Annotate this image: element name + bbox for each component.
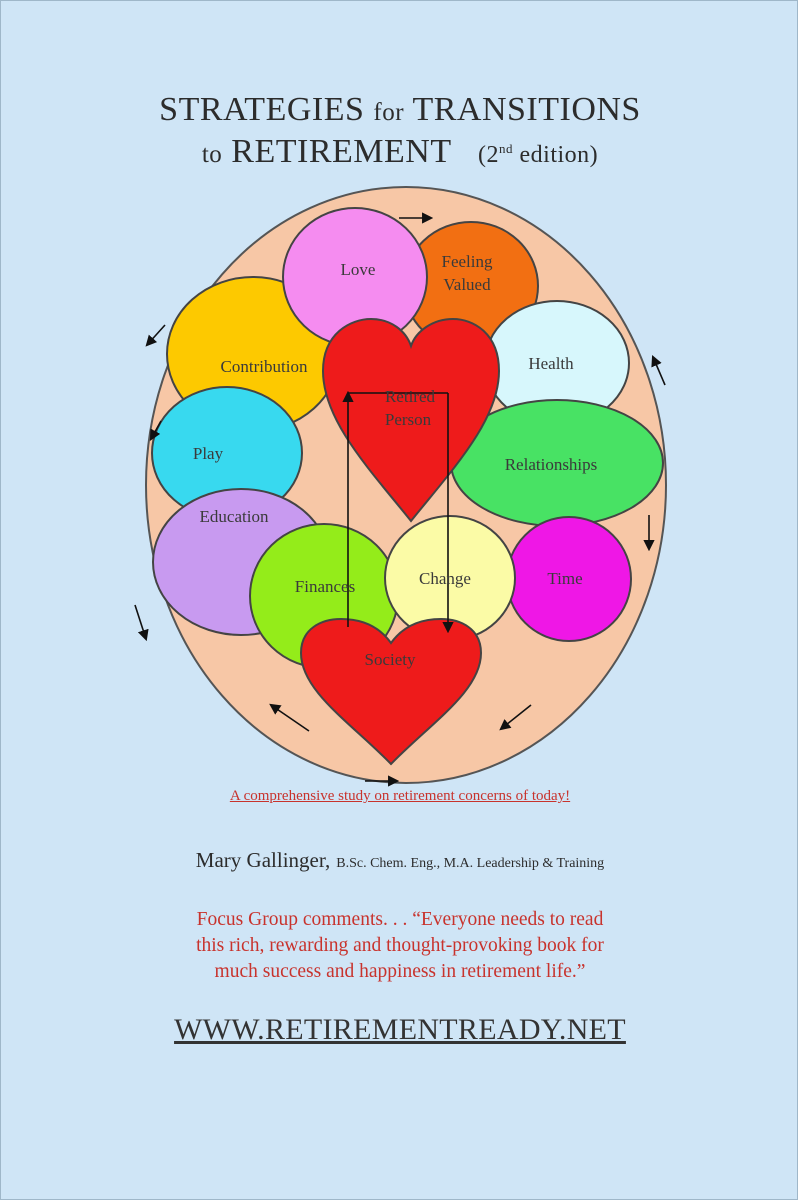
label-love: Love [341,260,376,279]
title-line-1: STRATEGIES for TRANSITIONS [1,91,797,129]
title-word-retirement: RETIREMENT [231,133,451,170]
arrow-lower-left [134,604,149,642]
label-valued: Valued [443,275,491,294]
title-word-transitions: TRANSITIONS [412,91,641,128]
label-relationships: Relationships [505,455,598,474]
title-line-2: to RETIREMENT (2nd edition) [1,133,797,171]
label-health: Health [528,354,574,373]
label-play: Play [193,444,224,463]
label-change: Change [419,569,471,588]
quote-line-2: this rich, rewarding and thought-provoki… [196,935,604,956]
label-education: Education [200,507,269,526]
quote-line-3: much success and happiness in retirement… [214,961,586,982]
heart-society [299,617,483,766]
label-contribution: Contribution [221,357,308,376]
website-link[interactable]: WWW.RETIREMENTREADY.NET [174,1013,626,1046]
label-retired: Retired [385,387,436,406]
arrow-right-upper [651,354,666,386]
tagline: A comprehensive study on retirement conc… [229,788,571,804]
heart-retired-person [321,317,501,523]
arrow-left-mid [149,420,162,441]
author-name: Mary Gallinger, [195,848,331,872]
label-society: Society [365,650,416,669]
arrow-upper-left [145,324,166,347]
edition-label: (2nd edition) [478,141,599,168]
label-feeling: Feeling [442,252,493,271]
quote-line-1: Focus Group comments. . . “Everyone need… [196,909,604,930]
title-word-to: to [201,141,223,168]
title-word-strategies: STRATEGIES [159,91,365,128]
label-person: Person [385,410,432,429]
retirement-diagram: Love Feeling Valued Contribution Health … [134,186,667,787]
arrow-bottom-right [499,704,532,731]
author-credentials: B.Sc. Chem. Eng., M.A. Leadership & Trai… [336,856,605,871]
title-word-for: for [373,99,405,126]
author-line: Mary Gallinger, B.Sc. Chem. Eng., M.A. L… [1,848,797,873]
label-time: Time [547,569,582,588]
arrow-bottom-left [269,703,310,732]
label-finances: Finances [295,577,355,596]
focus-group-quote: Focus Group comments. . . “Everyone need… [121,907,679,985]
